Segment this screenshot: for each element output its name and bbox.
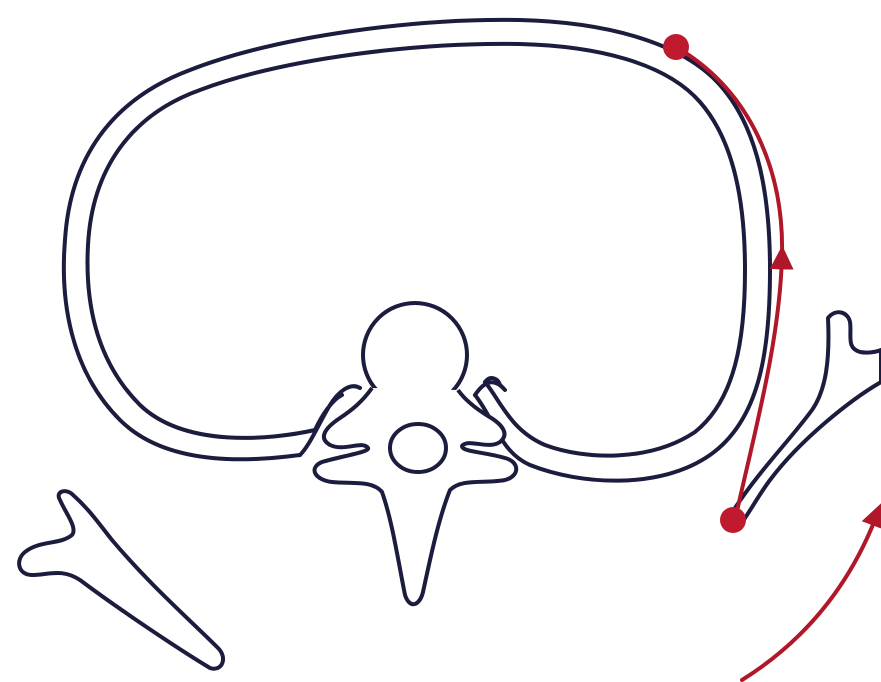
red-path-lower (742, 512, 878, 680)
right-scapula (731, 312, 881, 527)
red-dot-bottom (720, 507, 746, 533)
red-dot-top (663, 34, 689, 60)
left-scapula (19, 491, 223, 669)
vertebral-arch (315, 388, 517, 604)
spinal-canal (390, 424, 446, 472)
